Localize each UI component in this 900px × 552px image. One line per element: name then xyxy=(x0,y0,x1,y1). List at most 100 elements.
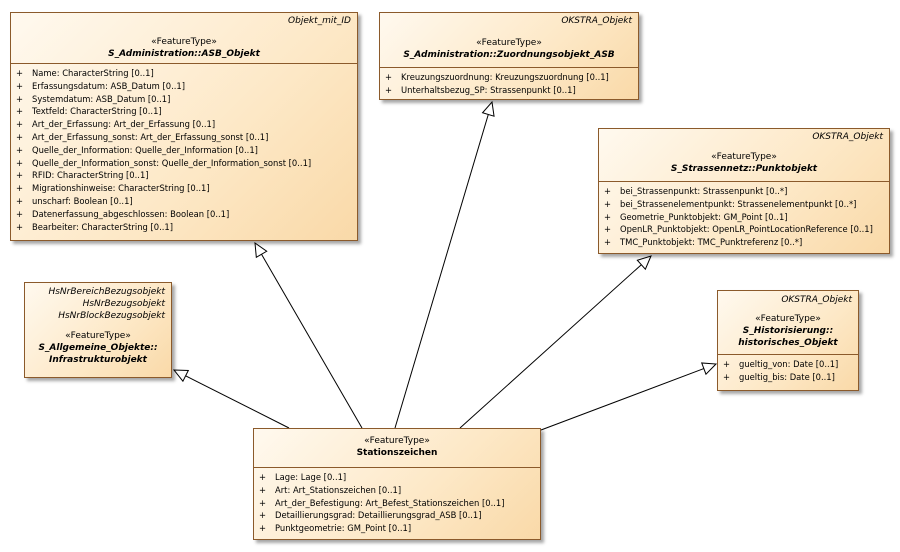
class-zuordnungsobjekt-asb[interactable]: OKSTRA_Objekt «FeatureType» S_Administra… xyxy=(379,12,639,100)
class-name: S_Administration::Zuordnungsobjekt_ASB xyxy=(403,50,615,60)
attribute-row[interactable]: + OpenLR_Punktobjekt: OpenLR_PointLocatio… xyxy=(599,223,889,236)
attribute-text: Datenerfassung_abgeschlossen: Boolean [0… xyxy=(32,208,230,219)
visibility-public: + xyxy=(16,208,24,219)
attribute-text: bei_Strassenpunkt: Strassenpunkt [0..*] xyxy=(620,186,788,196)
attribute-row[interactable]: + Systemdatum: ASB_Datum [0..1] xyxy=(11,93,357,106)
attribute-list: +gueltig_von: Date [0..1] + gueltig_bis: … xyxy=(718,354,858,384)
generalization-to-zuordnungsobjekt[interactable] xyxy=(394,100,495,429)
tagged-value-okstra-objekt: OKSTRA_Objekt xyxy=(561,16,632,26)
attribute-text: Geometrie_Punktobjekt: GM_Point [0..1] xyxy=(620,211,788,222)
attribute-text: gueltig_von: Date [0..1] xyxy=(739,359,839,369)
attribute-row[interactable]: +bei_Strassenelementpunkt: Strasseneleme… xyxy=(599,198,889,211)
tagged-value-hsnrbezugsobjekt: HsNrBezugsobjekt xyxy=(82,299,165,309)
attribute-text: Art_der_Erfassung: Art_der_Erfassung [0.… xyxy=(32,119,216,130)
attribute-row[interactable]: +unscharf: Boolean [0..1] xyxy=(11,195,357,208)
attribute-text: Quelle_der_Information_sonst: Quelle_der… xyxy=(32,157,312,168)
attribute-row[interactable]: +Art_der_Befestigung: Art_Befest_Station… xyxy=(254,497,540,510)
attribute-row[interactable]: +Quelle_der_Information_sonst: Quelle_de… xyxy=(11,157,357,170)
attribute-text: TMC_Punktobjekt: TMC_Punktreferenz [0..*… xyxy=(620,237,803,248)
visibility-public: + xyxy=(16,144,24,155)
attribute-text: bei_Strassenelementpunkt: Strassenelemen… xyxy=(620,198,857,209)
attribute-list: +bei_Strassenpunkt: Strassenpunkt [0..*]… xyxy=(599,181,889,249)
attribute-text: Systemdatum: ASB_Datum [0..1] xyxy=(32,93,171,104)
attribute-row[interactable]: +Detaillierungsgrad: Detaillierungsgrad_… xyxy=(254,509,540,522)
attribute-row[interactable]: + gueltig_bis: Date [0..1] xyxy=(718,371,858,384)
visibility-public: + xyxy=(604,237,612,248)
hollow-arrowhead xyxy=(636,255,652,271)
attribute-row[interactable]: +gueltig_von: Date [0..1] xyxy=(718,358,858,371)
attribute-row[interactable]: +Punktgeometrie: GM_Point [0..1] xyxy=(254,522,540,535)
attribute-row[interactable]: +RFID: CharacterString [0..1] xyxy=(11,169,357,182)
hollow-arrowhead xyxy=(700,362,718,376)
attribute-row[interactable]: +Unterhaltsbezug_SP: Strassenpunkt [0..1… xyxy=(380,84,638,97)
attribute-list: +Lage: Lage [0..1] +Art: Art_Stationszei… xyxy=(254,467,540,535)
attribute-row[interactable]: +Kreuzungszuordnung: Kreuzungszuordnung … xyxy=(380,71,638,84)
visibility-public: + xyxy=(604,224,612,235)
attribute-text: Quelle_der_Information: Quelle_der_Infor… xyxy=(32,144,258,155)
edge-line xyxy=(261,254,363,429)
hollow-arrowhead xyxy=(254,241,268,259)
generalization-to-historisches-objekt[interactable] xyxy=(540,362,718,431)
class-asb-objekt[interactable]: Objekt_mit_ID «FeatureType» S_Administra… xyxy=(10,12,358,241)
attribute-text: Migrationshinweise: CharacterString [0..… xyxy=(32,183,210,194)
attribute-row[interactable]: + Datenerfassung_abgeschlossen: Boolean [… xyxy=(11,208,357,221)
attribute-text: Kreuzungszuordnung: Kreuzungszuordnung [… xyxy=(401,72,609,82)
class-historisches-objekt-header: OKSTRA_Objekt «FeatureType» S_Historisie… xyxy=(718,291,858,354)
visibility-public: + xyxy=(16,106,24,117)
class-name: S_Strassennetz::Punktobjekt xyxy=(670,164,818,174)
class-historisches-objekt[interactable]: OKSTRA_Objekt «FeatureType» S_Historisie… xyxy=(717,290,859,391)
attribute-row[interactable]: + Art: Art_Stationszeichen [0..1] xyxy=(254,484,540,497)
attribute-row[interactable]: +Bearbeiter: CharacterString [0..1] xyxy=(11,221,357,234)
edge-line xyxy=(185,375,290,429)
attribute-text: Lage: Lage [0..1] xyxy=(275,472,347,482)
attribute-text: Art: Art_Stationszeichen [0..1] xyxy=(275,484,402,495)
edge-line xyxy=(394,114,489,429)
attribute-row[interactable]: + Migrationshinweise: CharacterString [0.… xyxy=(11,182,357,195)
tagged-value-objekt-mit-id: Objekt_mit_ID xyxy=(288,16,351,26)
class-stationszeichen[interactable]: «FeatureType» Stationszeichen +Lage: Lag… xyxy=(253,428,541,540)
visibility-public: + xyxy=(259,484,267,495)
stereotype-label: «FeatureType» xyxy=(476,38,542,48)
visibility-public: + xyxy=(723,371,731,382)
attribute-list: +Kreuzungszuordnung: Kreuzungszuordnung … xyxy=(380,67,638,97)
class-name-package: S_Allgemeine_Objekte:: xyxy=(38,343,158,353)
visibility-public: + xyxy=(259,523,267,534)
class-zuordnungsobjekt-asb-header: OKSTRA_Objekt «FeatureType» S_Administra… xyxy=(380,13,638,67)
visibility-public: + xyxy=(16,93,24,104)
stereotype-label: «FeatureType» xyxy=(151,37,217,47)
attribute-row[interactable]: +Name: CharacterString [0..1] xyxy=(11,67,357,80)
visibility-public: + xyxy=(604,211,612,222)
edge-line xyxy=(459,264,642,429)
attribute-row[interactable]: + Textfeld: CharacterString [0..1] xyxy=(11,105,357,118)
attribute-list: +Name: CharacterString [0..1] +Erfassung… xyxy=(11,63,357,233)
tagged-value-okstra-objekt: OKSTRA_Objekt xyxy=(781,295,852,305)
class-punktobjekt[interactable]: OKSTRA_Objekt «FeatureType» S_Strassenne… xyxy=(598,128,890,254)
class-infrastrukturobjekt[interactable]: HsNrBereichBezugsobjekt HsNrBezugsobjekt… xyxy=(24,282,172,378)
attribute-row[interactable]: + TMC_Punktobjekt: TMC_Punktreferenz [0..… xyxy=(599,236,889,249)
attribute-row[interactable]: +Lage: Lage [0..1] xyxy=(254,471,540,484)
attribute-row[interactable]: +bei_Strassenpunkt: Strassenpunkt [0..*] xyxy=(599,185,889,198)
visibility-public: + xyxy=(16,131,24,142)
attribute-text: gueltig_bis: Date [0..1] xyxy=(739,371,835,382)
class-infrastrukturobjekt-header: «FeatureType» S_Allgemeine_Objekte:: Inf… xyxy=(25,283,171,366)
visibility-public: + xyxy=(16,183,24,194)
attribute-text: Erfassungsdatum: ASB_Datum [0..1] xyxy=(32,80,186,91)
stereotype-label: «FeatureType» xyxy=(364,436,430,446)
attribute-row[interactable]: + Geometrie_Punktobjekt: GM_Point [0..1] xyxy=(599,211,889,224)
attribute-row[interactable]: +Erfassungsdatum: ASB_Datum [0..1] xyxy=(11,80,357,93)
attribute-row[interactable]: + Art_der_Erfassung_sonst: Art_der_Erfass… xyxy=(11,131,357,144)
generalization-to-infrastrukturobjekt[interactable] xyxy=(172,369,290,429)
attribute-text: Textfeld: CharacterString [0..1] xyxy=(32,106,162,117)
attribute-text: Art_der_Erfassung_sonst: Art_der_Erfassu… xyxy=(32,131,269,142)
attribute-row[interactable]: + Quelle_der_Information: Quelle_der_Info… xyxy=(11,144,357,157)
generalization-to-punktobjekt[interactable] xyxy=(459,255,652,429)
attribute-text: OpenLR_Punktobjekt: OpenLR_PointLocation… xyxy=(620,224,873,235)
hollow-arrowhead xyxy=(481,100,495,117)
visibility-public: + xyxy=(16,221,24,232)
tagged-value-hsnrbereichbezugsobjekt: HsNrBereichBezugsobjekt xyxy=(48,287,165,297)
class-name: historisches_Objekt xyxy=(738,338,838,348)
attribute-row[interactable]: +Art_der_Erfassung: Art_der_Erfassung [0… xyxy=(11,118,357,131)
class-stationszeichen-header: «FeatureType» Stationszeichen xyxy=(254,429,540,467)
generalization-to-asb-objekt[interactable] xyxy=(254,241,363,429)
attribute-text: RFID: CharacterString [0..1] xyxy=(32,170,149,181)
